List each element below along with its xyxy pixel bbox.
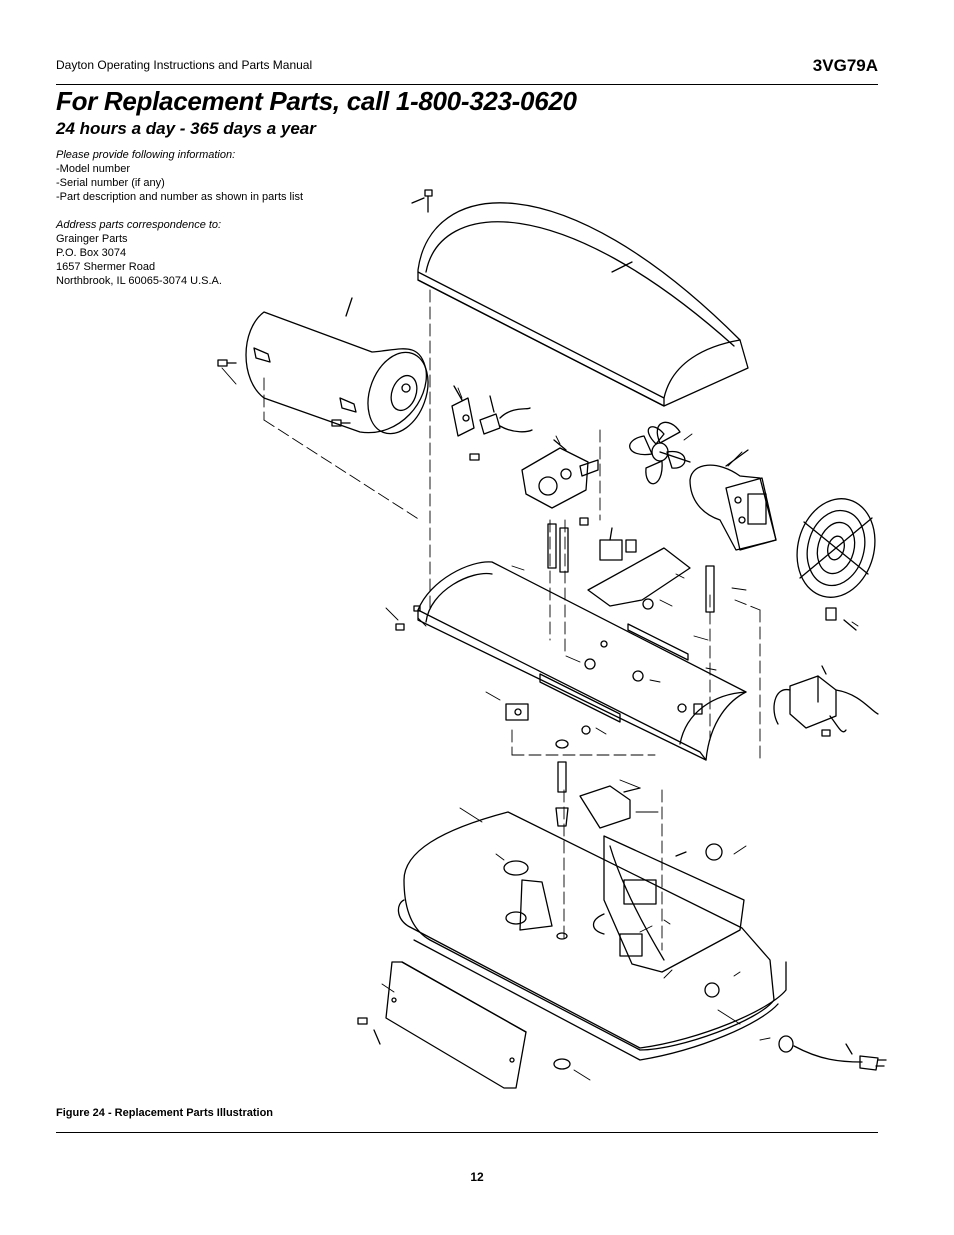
parts-info: Please provide following information: -M… — [56, 148, 303, 288]
fan-guard — [796, 498, 876, 631]
manual-title: Dayton Operating Instructions and Parts … — [56, 58, 313, 72]
provide-item: -Part description and number as shown in… — [56, 191, 304, 203]
nozzle-assembly — [451, 385, 533, 461]
combustion-chamber — [217, 297, 429, 435]
pump-assembly — [521, 439, 599, 573]
side-panel — [357, 961, 527, 1089]
address-line: Grainger Parts — [56, 233, 128, 245]
provide-item: -Model number — [56, 163, 130, 175]
page-subtitle: 24 hours a day - 365 days a year — [56, 119, 316, 138]
model-number: 3VG79A — [812, 56, 878, 75]
hood-top-cover — [411, 189, 749, 407]
provide-heading: Please provide following information: — [56, 149, 236, 161]
address-heading: Address parts correspondence to: — [56, 219, 222, 231]
address-line: P.O. Box 3074 — [56, 247, 127, 259]
provide-item: -Serial number (if any) — [56, 177, 165, 189]
figure-caption: Figure 24 - Replacement Parts Illustrati… — [56, 1107, 274, 1119]
leader-lines — [221, 367, 859, 1081]
ignitor-transformer — [773, 665, 879, 737]
fuel-fittings — [555, 739, 641, 829]
footer-rule — [56, 1132, 878, 1133]
fan-blade — [629, 421, 691, 485]
header-rule — [56, 84, 878, 85]
motor-assembly — [689, 449, 777, 551]
page-title: For Replacement Parts, call 1-800-323-06… — [56, 86, 577, 116]
control-bracket — [587, 527, 715, 613]
fasteners — [505, 640, 703, 735]
bottom-shell — [395, 561, 747, 761]
fuel-tank-base — [397, 811, 787, 1061]
address-line: Northbrook, IL 60065-3074 U.S.A. — [56, 275, 222, 287]
address-line: 1657 Shermer Road — [56, 261, 156, 273]
power-cord — [553, 1035, 887, 1071]
page-number: 12 — [470, 1170, 484, 1184]
